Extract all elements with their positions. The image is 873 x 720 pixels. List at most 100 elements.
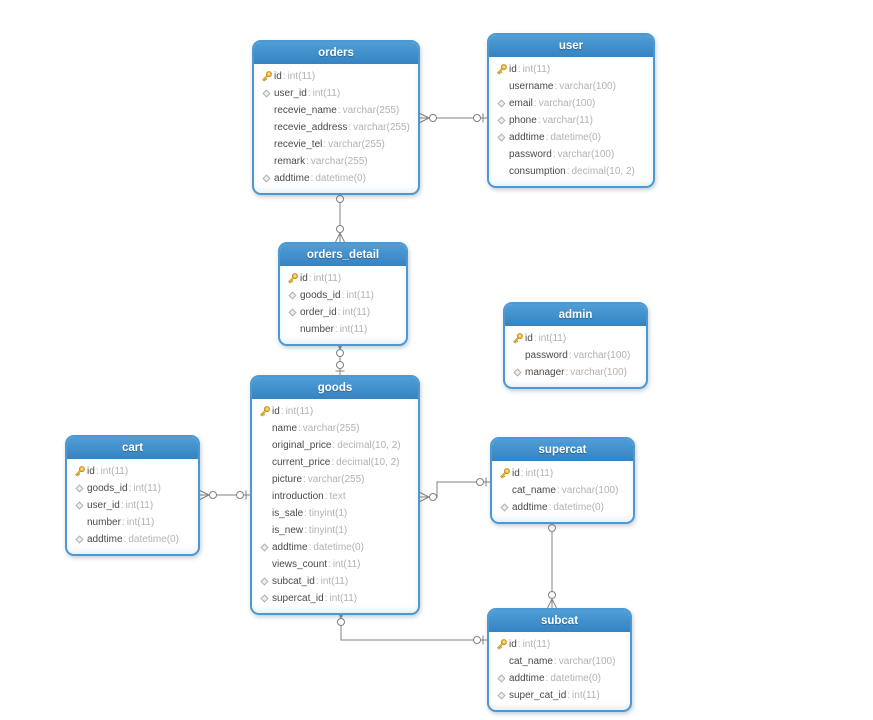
table-orders_detail[interactable]: orders_detail id:int(11)goods_id:int(11)o…: [278, 242, 408, 346]
field-name: addtime: [509, 132, 545, 144]
field-separator: :: [307, 88, 311, 100]
field-row-orders-recevie_tel[interactable]: recevie_tel:varchar(255): [258, 136, 415, 153]
field-row-orders_detail-order_id[interactable]: order_id:int(11): [284, 304, 403, 321]
field-separator: :: [520, 468, 524, 480]
field-row-orders_detail-number[interactable]: number:int(11): [284, 321, 403, 338]
field-name: id: [509, 639, 517, 651]
field-row-supercat-id[interactable]: id:int(11): [496, 465, 630, 482]
field-row-goods-original_price[interactable]: original_price:decimal(10, 2): [256, 437, 415, 454]
column-diamond-icon: [493, 670, 509, 687]
field-name: cat_name: [512, 485, 556, 496]
connector-orders-orders_detail[interactable]: [335, 189, 345, 243]
field-name: recevie_name: [274, 105, 337, 116]
table-title-cart[interactable]: cart: [67, 437, 198, 459]
field-row-goods-is_new[interactable]: is_new:tinyint(1): [256, 522, 415, 539]
field-row-goods-name[interactable]: name:varchar(255): [256, 420, 415, 437]
field-separator: :: [517, 639, 521, 651]
field-separator: :: [337, 307, 341, 319]
field-row-goods-current_price[interactable]: current_price:decimal(10, 2): [256, 454, 415, 471]
table-title-orders[interactable]: orders: [254, 42, 418, 64]
column-diamond-icon: [71, 497, 87, 514]
table-admin[interactable]: admin id:int(11)password:varchar(100)mana…: [503, 302, 648, 389]
field-row-user-password[interactable]: password:varchar(100): [493, 146, 650, 163]
table-title-admin[interactable]: admin: [505, 304, 646, 326]
connector-cart-goods[interactable]: [199, 490, 250, 500]
field-row-orders_detail-goods_id[interactable]: goods_id:int(11): [284, 287, 403, 304]
field-type: int(11): [339, 324, 368, 335]
field-row-orders-user_id[interactable]: user_id:int(11): [258, 85, 415, 102]
table-goods[interactable]: goods id:int(11)name:varchar(255)original…: [250, 375, 420, 615]
field-separator: :: [341, 290, 345, 302]
field-row-admin-password[interactable]: password:varchar(100): [509, 347, 643, 364]
table-supercat[interactable]: supercat id:int(11)cat_name:varchar(100)a…: [490, 437, 635, 524]
table-title-supercat[interactable]: supercat: [492, 439, 633, 461]
field-row-orders-recevie_address[interactable]: recevie_address:varchar(255): [258, 119, 415, 136]
field-row-orders-id[interactable]: id:int(11): [258, 68, 415, 85]
field-row-subcat-super_cat_id[interactable]: super_cat_id:int(11): [493, 687, 627, 704]
field-row-goods-views_count[interactable]: views_count:int(11): [256, 556, 415, 573]
field-row-subcat-cat_name[interactable]: cat_name:varchar(100): [493, 653, 627, 670]
field-row-user-addtime[interactable]: addtime:datetime(0): [493, 129, 650, 146]
field-row-goods-id[interactable]: id:int(11): [256, 403, 415, 420]
field-row-admin-manager[interactable]: manager:varchar(100): [509, 364, 643, 381]
connector-supercat-subcat[interactable]: [547, 518, 557, 609]
field-row-user-phone[interactable]: phone:varchar(11): [493, 112, 650, 129]
field-row-user-consumption[interactable]: consumption:decimal(10, 2): [493, 163, 650, 180]
field-separator: :: [537, 115, 541, 127]
field-name: supercat_id: [272, 593, 324, 605]
field-row-supercat-addtime[interactable]: addtime:datetime(0): [496, 499, 630, 516]
connector-orders-user[interactable]: [419, 113, 487, 123]
table-body-subcat: id:int(11)cat_name:varchar(100)addtime:d…: [489, 632, 630, 710]
field-row-goods-supercat_id[interactable]: supercat_id:int(11): [256, 590, 415, 607]
table-title-subcat[interactable]: subcat: [489, 610, 630, 632]
field-row-cart-number[interactable]: number:int(11): [71, 514, 195, 531]
field-type: text: [329, 491, 346, 502]
field-row-goods-picture[interactable]: picture:varchar(255): [256, 471, 415, 488]
table-cart[interactable]: cart id:int(11)goods_id:int(11)user_id:in…: [65, 435, 200, 556]
field-type: int(11): [522, 64, 551, 76]
field-row-cart-addtime[interactable]: addtime:datetime(0): [71, 531, 195, 548]
field-name: goods_id: [87, 483, 128, 495]
field-separator: :: [324, 491, 328, 502]
field-separator: :: [323, 139, 327, 150]
table-title-orders_detail[interactable]: orders_detail: [280, 244, 406, 266]
table-title-user[interactable]: user: [489, 35, 653, 57]
field-row-cart-goods_id[interactable]: goods_id:int(11): [71, 480, 195, 497]
field-row-orders-remark[interactable]: remark:varchar(255): [258, 153, 415, 170]
field-row-orders-addtime[interactable]: addtime:datetime(0): [258, 170, 415, 187]
field-separator: :: [95, 466, 99, 478]
field-separator: :: [303, 474, 306, 485]
field-row-subcat-addtime[interactable]: addtime:datetime(0): [493, 670, 627, 687]
field-row-user-id[interactable]: id:int(11): [493, 61, 650, 78]
field-row-goods-introduction[interactable]: introduction:text: [256, 488, 415, 505]
field-row-orders-recevie_name[interactable]: recevie_name:varchar(255): [258, 102, 415, 119]
field-row-subcat-id[interactable]: id:int(11): [493, 636, 627, 653]
field-row-admin-id[interactable]: id:int(11): [509, 330, 643, 347]
field-row-user-username[interactable]: username:varchar(100): [493, 78, 650, 95]
field-name: super_cat_id: [509, 690, 567, 702]
table-body-user: id:int(11)username:varchar(100)email:var…: [489, 57, 653, 186]
field-name: email: [509, 98, 533, 110]
field-row-user-email[interactable]: email:varchar(100): [493, 95, 650, 112]
field-row-goods-subcat_id[interactable]: subcat_id:int(11): [256, 573, 415, 590]
field-row-supercat-cat_name[interactable]: cat_name:varchar(100): [496, 482, 630, 499]
column-diamond-icon: [496, 499, 512, 516]
table-title-goods[interactable]: goods: [252, 377, 418, 399]
field-type: varchar(100): [559, 81, 616, 92]
field-row-goods-addtime[interactable]: addtime:datetime(0): [256, 539, 415, 556]
field-separator: :: [282, 71, 286, 83]
field-separator: :: [324, 593, 328, 605]
field-name: password: [509, 149, 552, 160]
field-row-goods-is_sale[interactable]: is_sale:tinyint(1): [256, 505, 415, 522]
field-row-cart-user_id[interactable]: user_id:int(11): [71, 497, 195, 514]
field-row-cart-id[interactable]: id:int(11): [71, 463, 195, 480]
field-type: tinyint(1): [308, 508, 348, 519]
column-diamond-icon: [493, 687, 509, 704]
field-name: consumption: [509, 166, 566, 177]
field-row-orders_detail-id[interactable]: id:int(11): [284, 270, 403, 287]
connector-goods-supercat[interactable]: [419, 477, 490, 502]
